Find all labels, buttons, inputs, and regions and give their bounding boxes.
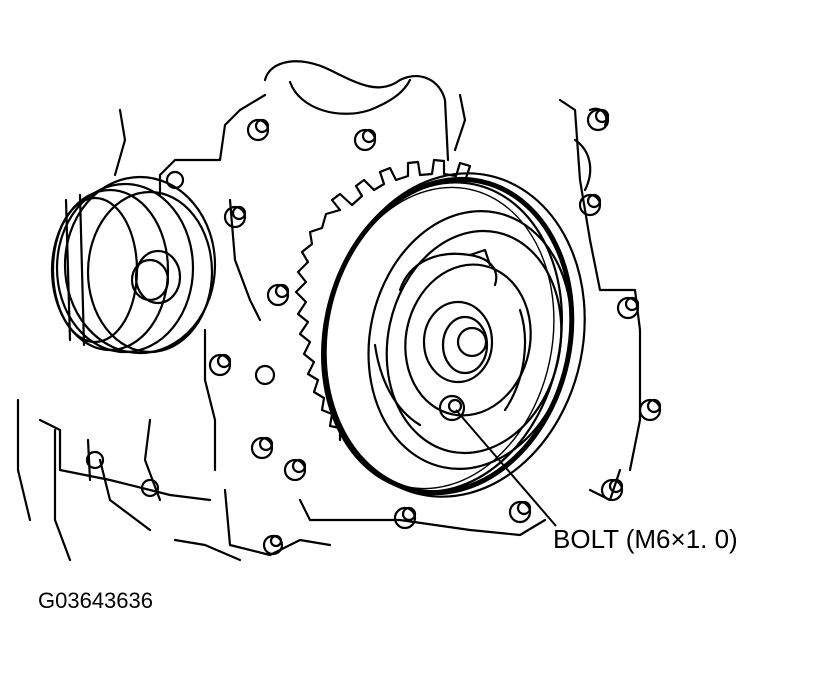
timing-sprocket <box>294 158 472 442</box>
idler-pulley <box>50 175 217 355</box>
timing-cover <box>16 60 642 562</box>
figure-id: G03643636 <box>38 588 153 613</box>
crankshaft-pulley <box>321 172 586 498</box>
bolt-callout-label: BOLT (M6×1. 0) <box>553 524 738 554</box>
callout-leader-line <box>455 409 557 527</box>
cover-bolts <box>85 108 662 556</box>
